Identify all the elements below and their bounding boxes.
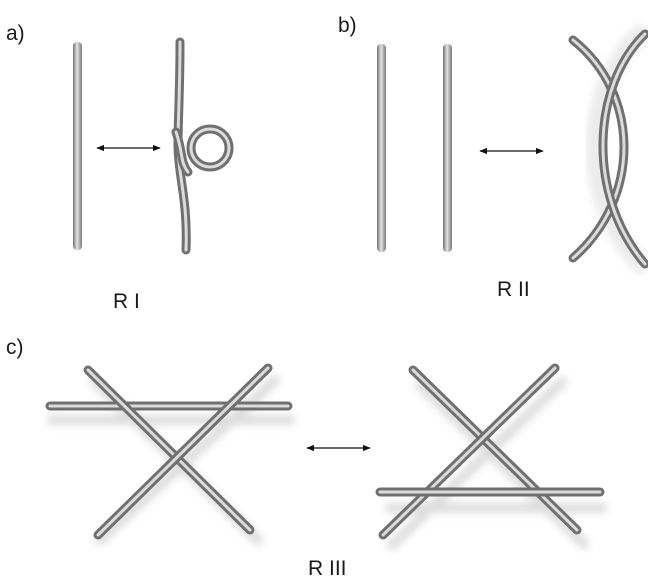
panel-b: b) R II (338, 14, 648, 301)
panel-c-caption: R III (308, 557, 347, 580)
panel-b-caption: R II (497, 278, 530, 301)
straight-strand-left (377, 44, 386, 252)
straight-strand-right (443, 44, 452, 252)
right-configuration (375, 363, 607, 550)
looped-strand (171, 37, 234, 255)
panel-c-letter: c) (6, 336, 24, 359)
panel-a: a) R I (6, 22, 234, 313)
panel-c: c) (6, 336, 607, 580)
crossed-strands (568, 25, 648, 273)
panel-a-caption: R I (113, 290, 140, 313)
left-configuration (45, 363, 295, 545)
panel-a-letter: a) (6, 22, 25, 45)
panel-b-letter: b) (338, 14, 357, 37)
straight-strand (73, 42, 82, 250)
